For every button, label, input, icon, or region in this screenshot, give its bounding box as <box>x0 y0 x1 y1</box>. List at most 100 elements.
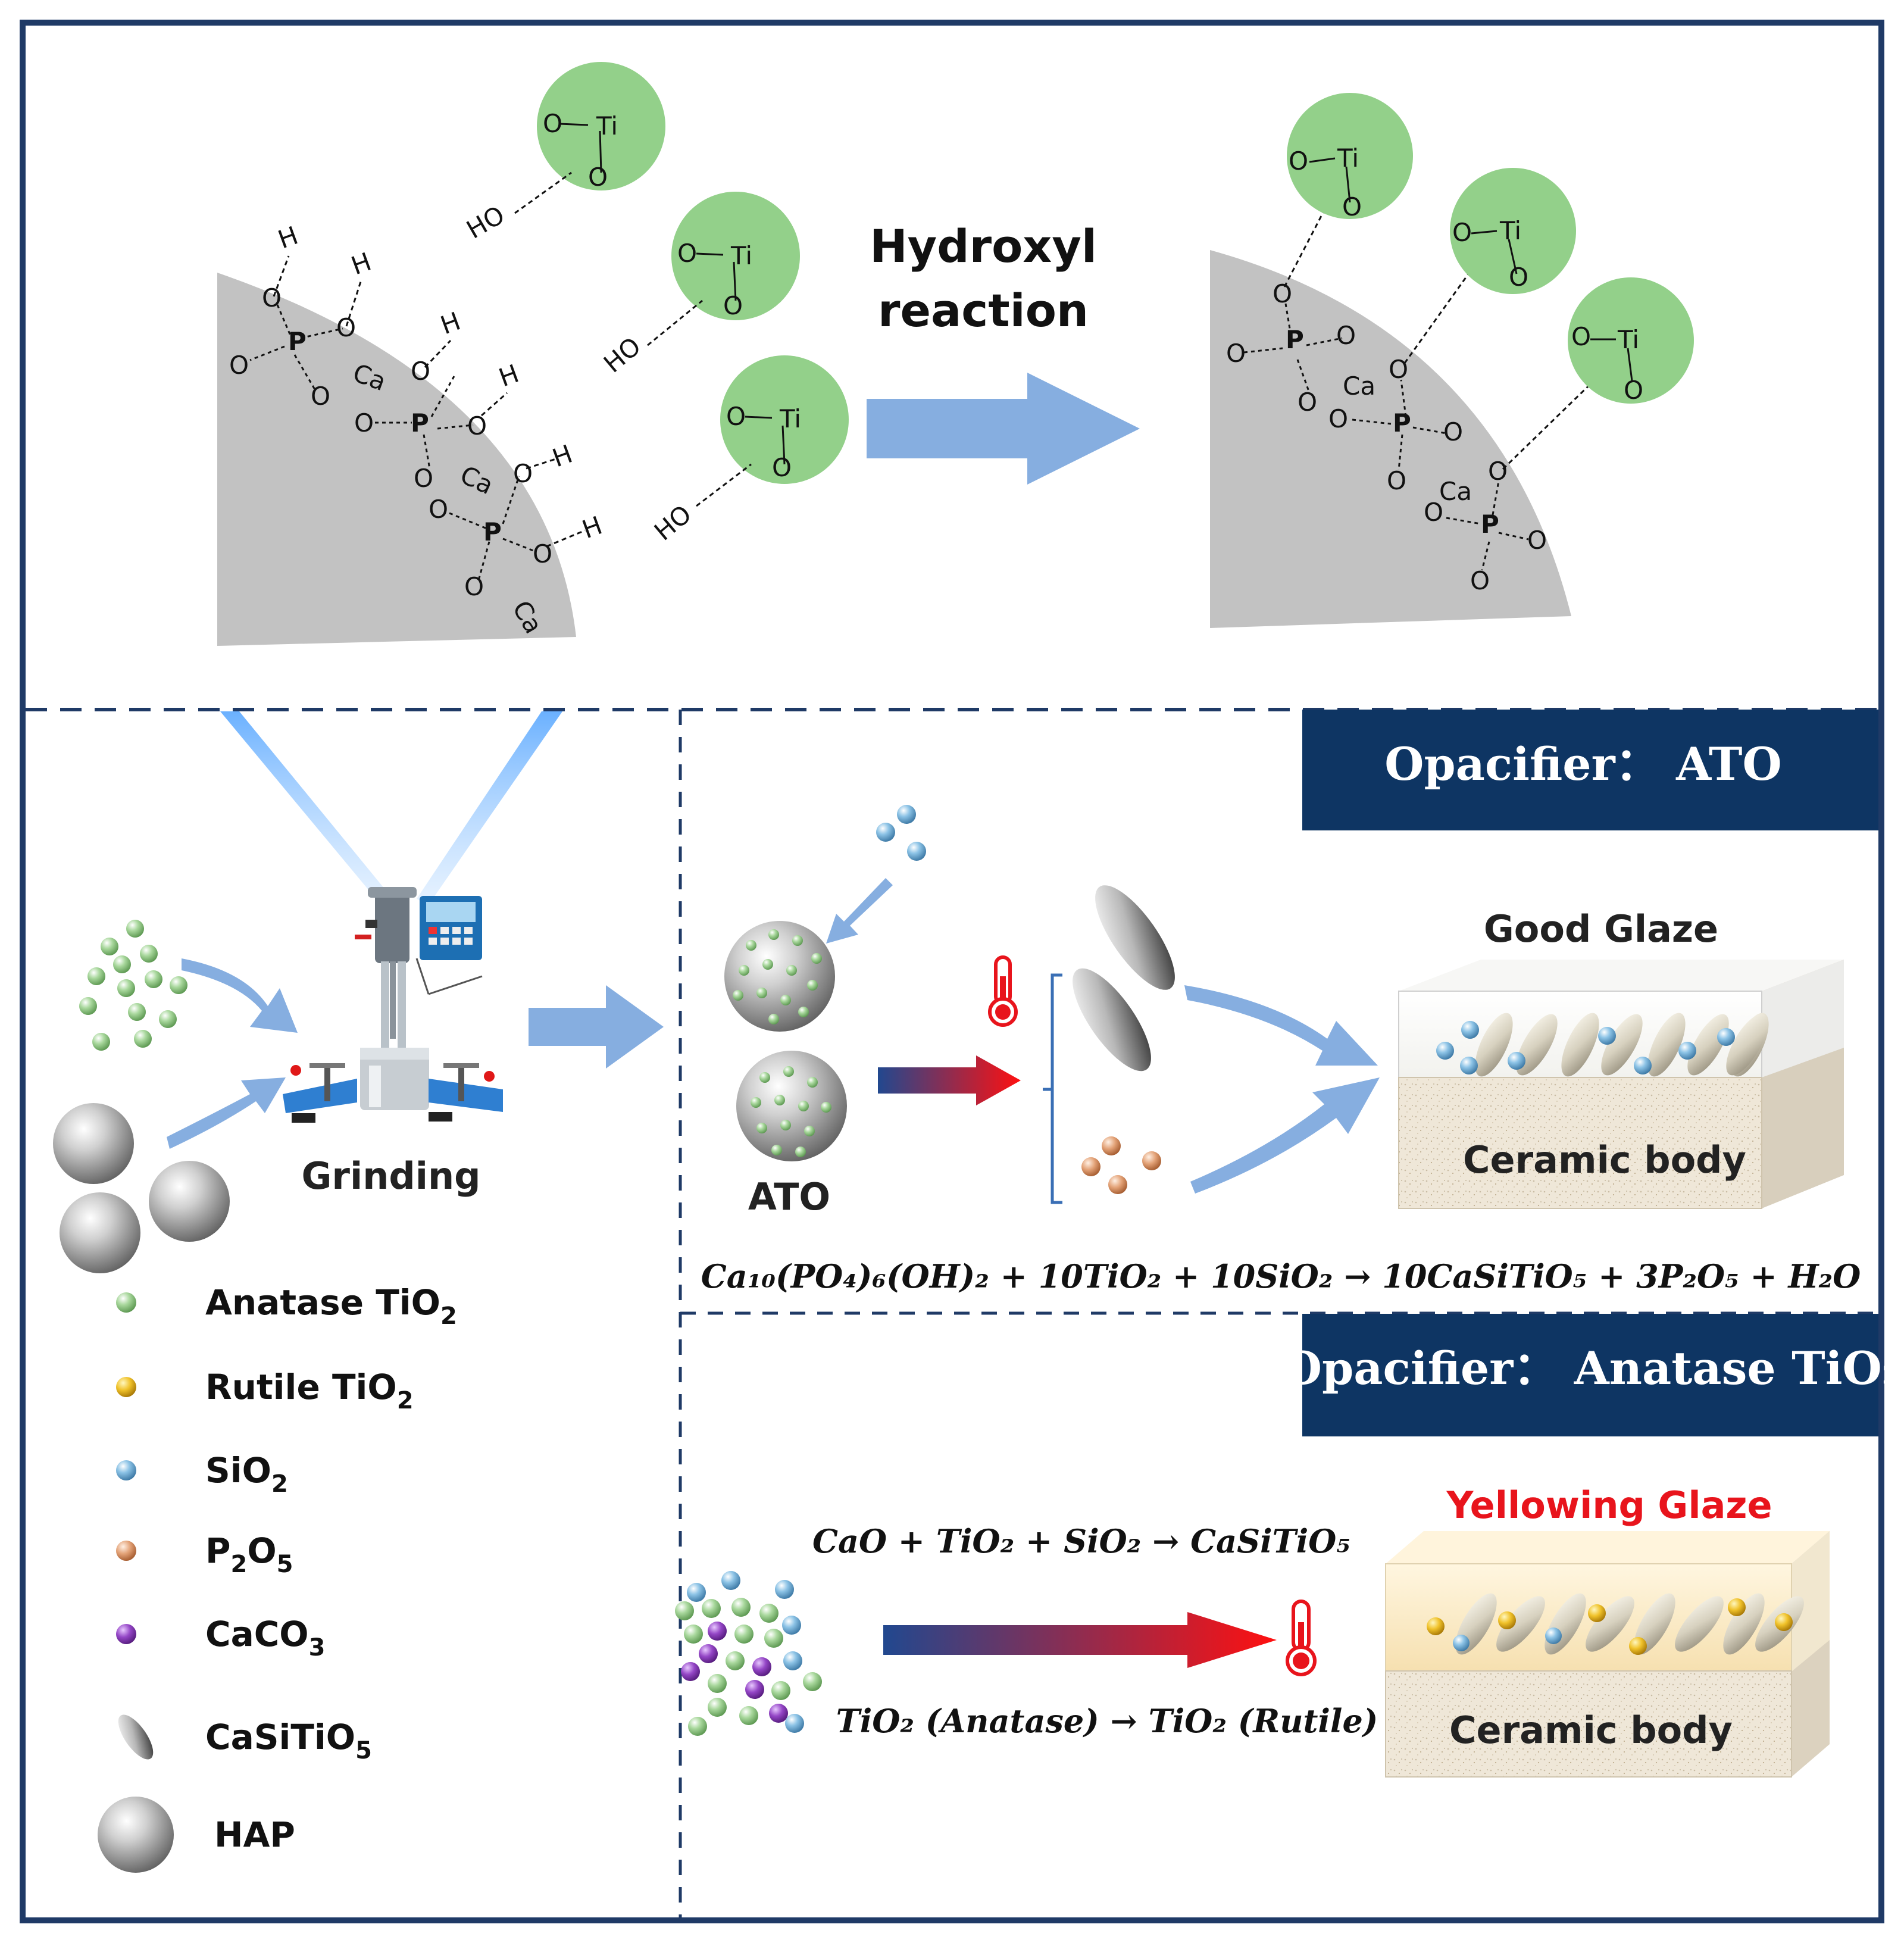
legend-item: CaCO3 <box>116 1614 325 1661</box>
legend-label-base: CaCO <box>205 1614 309 1654</box>
hap-sphere-icon <box>98 1797 174 1873</box>
atom-ti: Ti <box>730 241 752 270</box>
atom-o: O <box>1509 263 1528 292</box>
sio2-bead <box>1436 1042 1454 1060</box>
ato-surface-tio2 <box>733 929 831 1157</box>
good-glaze-block <box>1398 960 1844 1209</box>
casitio5-ellipsoid <box>1675 1596 1724 1652</box>
casitio5-ellipsoid <box>1516 1014 1558 1076</box>
tio2-dot <box>792 935 803 946</box>
atom-ti: Ti <box>1337 143 1359 173</box>
atom-ti: Ti <box>779 404 801 433</box>
atom-o: O <box>1389 355 1408 384</box>
caco3-bead <box>681 1662 700 1681</box>
casitio5-ellipsoid-icon <box>118 1714 154 1760</box>
tio2-dot <box>783 1066 794 1077</box>
tio2-dot <box>751 1097 761 1108</box>
atom-p: P <box>288 327 307 356</box>
atom-o: O <box>1273 279 1292 308</box>
atom-ti: Ti <box>1499 216 1521 245</box>
atom-o: O <box>354 408 374 438</box>
legend-label: Rutile TiO2 <box>205 1367 414 1414</box>
anatase-tio2-bead <box>684 1625 703 1644</box>
atom-o: O <box>677 239 697 268</box>
casitio5-ellipsoid <box>1634 1593 1675 1655</box>
ato-banner-title: Opacifier： ATO <box>1384 738 1781 791</box>
legend-item: P2O5 <box>116 1530 293 1578</box>
sio2-bead <box>1717 1028 1735 1046</box>
sio2-bead <box>1460 1057 1478 1074</box>
tio2-dot <box>780 1120 791 1130</box>
atom-o: O <box>543 109 562 138</box>
atom-o: O <box>1387 466 1406 495</box>
casitio5-ellipsoid <box>1475 1013 1513 1077</box>
ato-banner <box>1302 710 1878 830</box>
tio2-dot <box>768 929 779 940</box>
feed-arrow <box>182 958 298 1033</box>
thermometer-icon <box>988 955 1018 1027</box>
rutile-tio2-bead-icon <box>116 1377 136 1397</box>
atom-p: P <box>411 408 429 438</box>
casitio5-ellipsoid <box>1726 1014 1768 1076</box>
anatase-tio2-bead <box>675 1601 694 1620</box>
anatase-tio2-bead <box>708 1674 727 1693</box>
atom-p: P <box>483 517 502 546</box>
legend-label-base: Rutile TiO <box>205 1367 397 1407</box>
casitio5-ellipsoid <box>1647 1013 1686 1077</box>
sio2-bead <box>1545 1628 1562 1644</box>
atom-h: H <box>274 221 302 255</box>
tio2-dot <box>756 1123 767 1133</box>
ti-particle: O Ti O <box>1287 93 1413 221</box>
atom-o: O <box>229 351 249 380</box>
tio2-dot <box>807 980 818 991</box>
legend-item: Rutile TiO2 <box>116 1367 414 1414</box>
rutile-tio2-bead <box>1498 1611 1516 1629</box>
atom-o: O <box>533 539 552 568</box>
legend-label: SiO2 <box>205 1450 288 1498</box>
process-arrow <box>529 985 664 1069</box>
tio2-dot <box>733 990 743 1001</box>
sio2-bead <box>721 1571 740 1590</box>
atom-h: H <box>348 247 375 281</box>
outer-frame <box>20 20 1884 1923</box>
sio2-beads <box>876 805 926 861</box>
casitio5-ellipsoid <box>1496 1596 1545 1652</box>
caco3-bead <box>708 1622 727 1641</box>
casitio5-ellipsoid <box>1095 885 1175 990</box>
sio2-bead <box>785 1714 804 1733</box>
legend-item: HAP <box>98 1797 295 1873</box>
rutile-tio2-bead <box>1775 1613 1793 1631</box>
product-bracket <box>1043 973 1062 1204</box>
atom-o: O <box>336 313 356 342</box>
anatase-tio2-bead <box>803 1672 822 1691</box>
atom-ti: Ti <box>1617 325 1639 354</box>
tio2-dot <box>780 995 791 1005</box>
anatase-reaction-equation-2: TiO₂ (Anatase) → TiO₂ (Rutile) <box>836 1702 1378 1740</box>
hap-sphere-cluster <box>53 1103 230 1273</box>
yellowing-glaze-title: Yellowing Glaze <box>1446 1483 1772 1527</box>
surface-groups-before <box>249 255 586 581</box>
sio2-bead <box>1678 1042 1696 1060</box>
hap-surface-after <box>1210 250 1571 628</box>
sio2-arrow <box>826 878 893 944</box>
tio2-dot <box>756 988 767 998</box>
legend-label: Anatase TiO2 <box>205 1282 457 1330</box>
atom-o: O <box>1226 339 1246 368</box>
anatase-banner <box>1302 1314 1878 1436</box>
casitio5-ellipsoid <box>1561 1013 1599 1077</box>
tio2-dot <box>739 965 749 976</box>
legend-label-base: P <box>205 1530 231 1571</box>
sio2-bead <box>1634 1057 1652 1074</box>
hydroxyl-group: HO <box>462 200 509 245</box>
sio2-bead <box>687 1583 706 1602</box>
legend-label-subscript: 3 <box>309 1634 326 1661</box>
p2o5-beads <box>1081 1136 1161 1194</box>
ato-label: ATO <box>748 1175 830 1219</box>
legend-label-subscript: 5 <box>277 1551 293 1578</box>
legend-label-subscript: 2 <box>271 1470 288 1498</box>
legend-item: CaSiTiO5 <box>118 1714 372 1764</box>
rutile-tio2-bead <box>1427 1617 1445 1635</box>
product-arrow <box>1184 985 1378 1066</box>
legend-label-base: HAP <box>214 1814 295 1855</box>
